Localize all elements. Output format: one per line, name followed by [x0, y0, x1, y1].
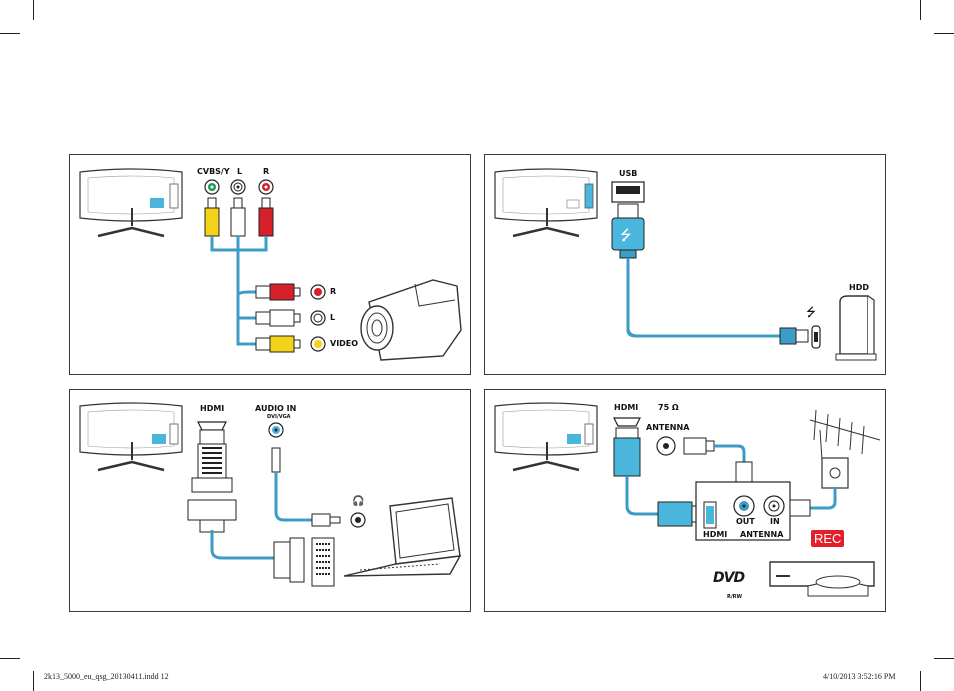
svg-text:⭍: ⭍	[620, 227, 632, 243]
rca-plugs	[204, 197, 274, 252]
dvi-cable	[210, 530, 335, 587]
dvd-logo: DVD	[713, 570, 745, 586]
rca-jacks-tv	[204, 179, 274, 195]
recorder-ports	[695, 481, 791, 541]
tv-illustration	[494, 402, 598, 472]
crop-mark	[934, 658, 954, 659]
l-label-top: L	[237, 167, 243, 176]
out-label: OUT	[736, 517, 755, 526]
dvd-rw-label: R/RW	[727, 594, 743, 600]
in-label: IN	[770, 517, 780, 526]
crop-mark	[0, 658, 20, 659]
r-label-right: R	[330, 287, 337, 296]
crop-mark	[934, 33, 954, 34]
hdmi-label: HDMI	[200, 404, 225, 413]
av-cable	[236, 250, 258, 346]
tv-illustration	[494, 168, 598, 238]
footer-timestamp: 4/10/2013 3:52:16 PM	[823, 672, 896, 681]
crop-mark	[33, 671, 34, 691]
ohm-label: 75 Ω	[658, 403, 679, 412]
headphone-icon: 🎧	[352, 496, 365, 507]
crop-mark	[920, 0, 921, 20]
video-label: VIDEO	[330, 339, 359, 348]
audio-cable	[268, 422, 366, 528]
hdmi-tv-label: HDMI	[614, 403, 639, 412]
laptop-icon	[343, 497, 462, 577]
crop-mark	[33, 0, 34, 20]
recorder-device	[769, 561, 875, 597]
footer-filename: 2k13_5000_eu_qsg_20130411.indd 12	[44, 672, 169, 681]
antenna-tv-label: ANTENNA	[646, 423, 690, 432]
crop-mark	[0, 33, 20, 34]
l-label-right: L	[330, 313, 336, 322]
rca-plugs-camcorder	[255, 283, 326, 353]
hdmi-rec-label: HDMI	[703, 530, 728, 539]
hdd-icon	[835, 295, 877, 361]
dvi-vga-label: DVI/VGA	[267, 414, 291, 420]
crop-mark	[920, 671, 921, 691]
rec-badge: REC	[811, 530, 845, 547]
cvbs-label: CVBS/Y	[197, 167, 230, 176]
audio-in-label: AUDIO IN	[255, 404, 297, 413]
usb-cable	[626, 300, 821, 349]
camcorder-icon	[360, 279, 462, 361]
hdmi-dvi-adapter	[187, 421, 237, 533]
hdd-label: HDD	[849, 283, 869, 292]
usb-label: USB	[619, 169, 638, 178]
wall-antenna-cable	[789, 409, 881, 517]
tv-illustration	[79, 402, 183, 472]
r-label-top: R	[263, 167, 270, 176]
antenna-rec-label: ANTENNA	[740, 530, 784, 539]
tv-illustration	[79, 168, 183, 238]
usb-symbol-icon: ⭍	[806, 305, 816, 319]
antenna-cable	[656, 436, 753, 483]
